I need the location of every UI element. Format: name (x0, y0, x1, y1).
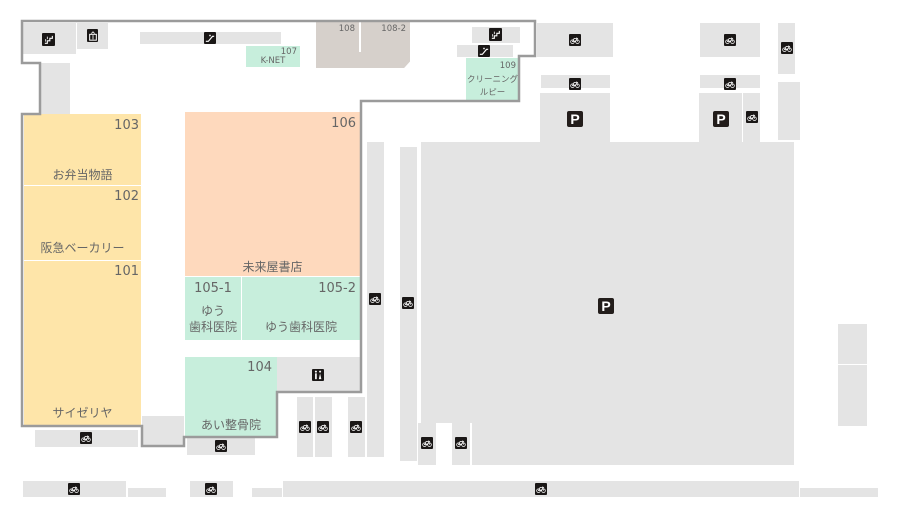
shop-name-line2: 歯科医院 (188, 320, 237, 334)
shop-107[interactable]: 107 K-NET (246, 46, 300, 67)
stairs-icon[interactable] (489, 28, 502, 41)
shop-number: 105-2 (318, 281, 356, 296)
shop-name: K-NET (260, 56, 286, 66)
shop-108[interactable]: 108 (316, 22, 359, 68)
bicycle-parking-icon[interactable] (724, 78, 736, 90)
shop-number: 102 (114, 189, 139, 204)
shop-105-2[interactable]: 105-2 ゆう歯科医院 (242, 277, 360, 340)
shop-104[interactable]: 104 あい整骨院 (185, 357, 277, 437)
shop-105-1[interactable]: 105-1 ゆう 歯科医院 (185, 277, 241, 340)
shop-number: 104 (247, 360, 272, 375)
bicycle-parking-icon[interactable] (299, 421, 311, 433)
main-parking-lot-south (472, 420, 794, 465)
lot-east-strip (778, 82, 800, 140)
bicycle-parking-icon[interactable] (421, 437, 433, 449)
shop-number: 108 (338, 24, 355, 34)
shop-name-line1: ゆう (200, 304, 225, 318)
bicycle-parking-icon[interactable] (402, 297, 414, 309)
parking-icon[interactable]: P (567, 111, 583, 127)
shop-name-line2: ルピー (479, 88, 506, 98)
shop-109[interactable]: 109 クリーニング ルピー (466, 58, 519, 101)
lot-bottom-2 (128, 488, 166, 497)
shop-number: 108-2 (381, 24, 406, 34)
bicycle-parking-icon[interactable] (68, 483, 80, 495)
stairs-icon[interactable] (42, 33, 55, 46)
bicycle-parking-icon[interactable] (215, 440, 227, 452)
lot-bottom-4 (252, 488, 282, 497)
shop-108-divider (359, 52, 361, 68)
bicycle-parking-icon[interactable] (535, 483, 547, 495)
shop-102[interactable]: 102 阪急ベーカリー (24, 186, 141, 260)
elevator-icon[interactable] (87, 29, 98, 42)
corridor-west (40, 63, 70, 114)
bicycle-parking-icon[interactable] (80, 432, 92, 444)
main-parking-lot (421, 142, 794, 423)
entrance-sw (142, 416, 184, 446)
shop-name: お弁当物語 (52, 168, 113, 182)
bicycle-parking-icon[interactable] (205, 483, 217, 495)
bicycle-parking-icon[interactable] (746, 111, 758, 123)
shop-number: 103 (114, 118, 139, 133)
bicycle-parking-icon[interactable] (455, 437, 467, 449)
shop-number: 109 (499, 61, 516, 71)
restroom-icon[interactable] (312, 369, 324, 381)
bicycle-parking-icon[interactable] (369, 293, 381, 305)
shop-number: 105-1 (194, 281, 232, 296)
bicycle-parking-icon[interactable] (569, 34, 581, 46)
bicycle-parking-icon[interactable] (781, 42, 793, 54)
lot-bottom-6 (800, 488, 878, 497)
bicycle-parking-icon[interactable] (350, 421, 362, 433)
parking-icon[interactable]: P (598, 298, 614, 314)
bicycle-parking-icon[interactable] (569, 78, 581, 90)
shop-103[interactable]: 103 お弁当物語 (24, 114, 141, 185)
shop-name: あい整骨院 (200, 418, 261, 432)
shop-name-line1: クリーニング (466, 75, 518, 85)
shop-name: サイゼリヤ (52, 406, 113, 420)
shop-name: ゆう歯科医院 (264, 320, 337, 334)
shop-name: 阪急ベーカリー (40, 241, 125, 255)
lot-east-2 (838, 365, 867, 426)
shop-number: 106 (331, 116, 356, 131)
bicycle-parking-icon[interactable] (317, 421, 329, 433)
shop-101[interactable]: 101 サイゼリヤ (24, 261, 141, 426)
bicycle-parking-icon[interactable] (724, 34, 736, 46)
lot-east-1 (838, 324, 867, 364)
shop-name: 未来屋書店 (242, 260, 303, 274)
shop-108-2[interactable]: 108-2 (361, 22, 410, 68)
shop-106[interactable]: 106 未来屋書店 (185, 112, 360, 276)
escalator-icon[interactable] (204, 32, 216, 44)
parking-icon[interactable]: P (713, 111, 729, 127)
escalator-icon[interactable] (478, 45, 490, 57)
shop-number: 101 (114, 264, 139, 279)
